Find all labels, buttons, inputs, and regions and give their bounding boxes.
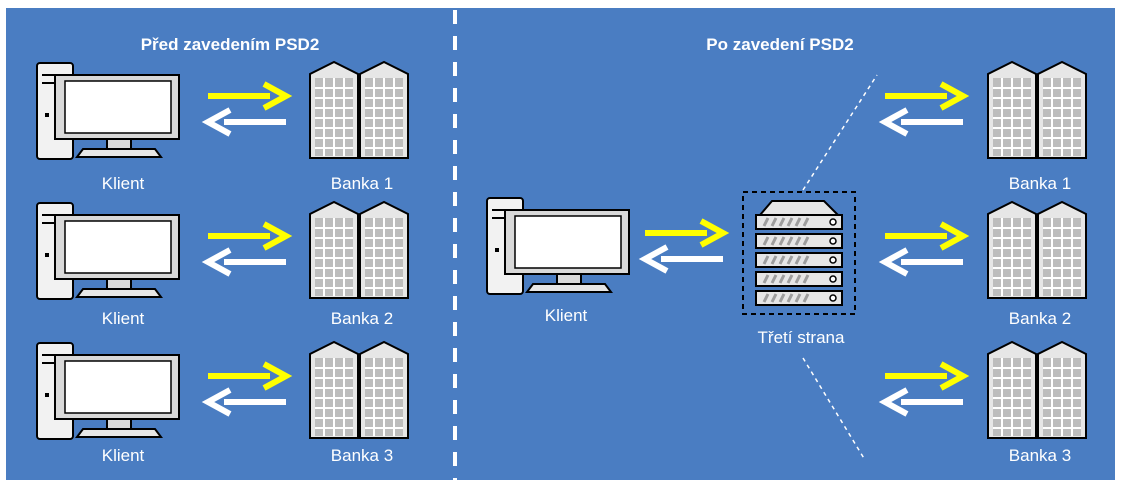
right-bank-3: Banka 3 bbox=[885, 342, 1086, 465]
fan-line-top bbox=[802, 74, 878, 191]
bank-buildings-icon bbox=[988, 202, 1086, 298]
bank-buildings-icon bbox=[310, 342, 408, 438]
right-bank-1: Banka 1 bbox=[885, 62, 1086, 193]
left-row-3: Klient Banka 3 bbox=[36, 342, 408, 465]
right-panel-title: Po zavedení PSD2 bbox=[706, 35, 853, 54]
client-label: Klient bbox=[102, 174, 145, 193]
server-rack-icon bbox=[755, 200, 843, 306]
third-party-label: Třetí strana bbox=[758, 328, 845, 347]
right-client: Klient bbox=[486, 197, 630, 325]
right-bank-2: Banka 2 bbox=[885, 202, 1086, 328]
client-label: Klient bbox=[102, 446, 145, 465]
left-row-2: Klient Banka 2 bbox=[36, 202, 408, 328]
third-party: Třetí strana bbox=[742, 191, 856, 347]
bank-label: Banka 3 bbox=[331, 446, 393, 465]
bank-label: Banka 2 bbox=[331, 309, 393, 328]
left-row-1: Klient Banka 1 bbox=[36, 62, 408, 193]
bank-label: Banka 1 bbox=[331, 174, 393, 193]
bank-buildings-icon bbox=[310, 62, 408, 158]
fan-line-bottom bbox=[802, 357, 866, 461]
client-label: Klient bbox=[102, 309, 145, 328]
bank-label: Banka 2 bbox=[1009, 309, 1071, 328]
bank-buildings-icon bbox=[988, 62, 1086, 158]
bank-label: Banka 3 bbox=[1009, 446, 1071, 465]
third-party-boundary bbox=[742, 191, 856, 315]
client-label: Klient bbox=[545, 306, 588, 325]
bank-label: Banka 1 bbox=[1009, 174, 1071, 193]
bank-buildings-icon bbox=[988, 342, 1086, 438]
left-panel-title: Před zavedením PSD2 bbox=[141, 35, 320, 54]
bank-buildings-icon bbox=[310, 202, 408, 298]
